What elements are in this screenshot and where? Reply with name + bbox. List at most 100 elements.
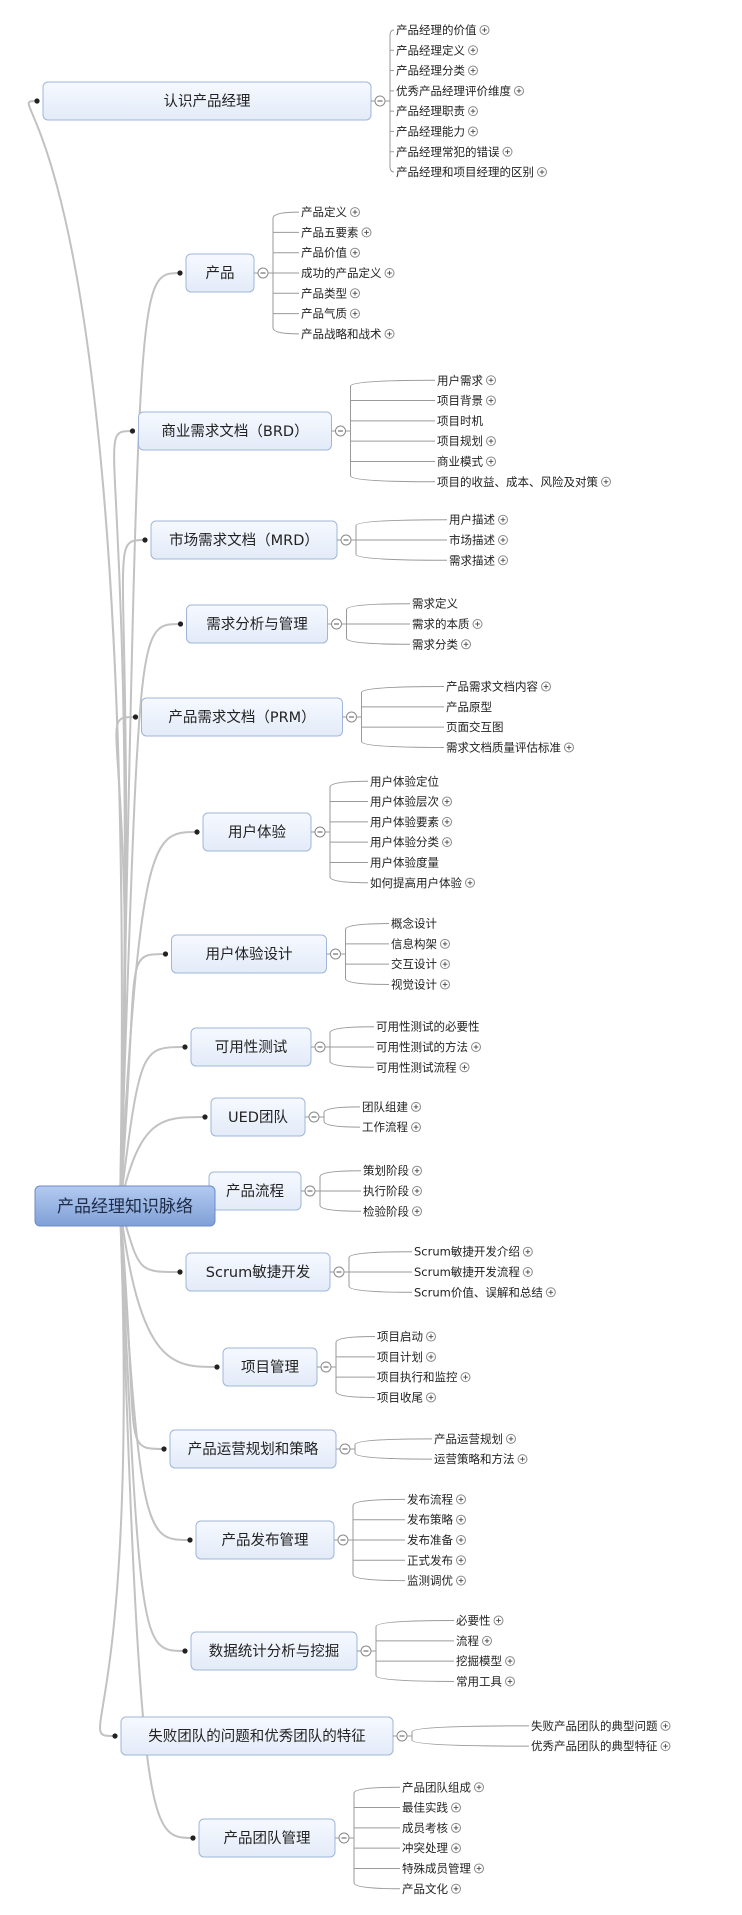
expand-plus-icon[interactable] bbox=[660, 1741, 671, 1752]
child-item[interactable]: 产品经理常犯的错误 bbox=[396, 145, 513, 159]
expand-plus-icon[interactable] bbox=[541, 681, 551, 692]
collapse-toggle-icon[interactable] bbox=[320, 1361, 332, 1373]
expand-plus-icon[interactable] bbox=[468, 65, 478, 76]
expand-plus-icon[interactable] bbox=[350, 308, 360, 319]
child-item[interactable]: 优秀产品经理评价维度 bbox=[396, 84, 524, 98]
expand-plus-icon[interactable] bbox=[506, 1433, 516, 1444]
collapse-toggle-icon[interactable] bbox=[374, 95, 386, 107]
child-item[interactable]: 需求定义 bbox=[412, 597, 458, 611]
expand-plus-icon[interactable] bbox=[456, 1535, 466, 1545]
collapse-toggle-icon[interactable] bbox=[257, 267, 269, 279]
expand-plus-icon[interactable] bbox=[426, 1351, 436, 1362]
child-item[interactable]: 项目规划 bbox=[437, 434, 496, 448]
child-item[interactable]: 产品原型 bbox=[446, 700, 492, 714]
child-item[interactable]: 需求描述 bbox=[449, 553, 508, 567]
child-item[interactable]: 视觉设计 bbox=[391, 977, 450, 991]
child-item[interactable]: 项目的收益、成本、风险及对策 bbox=[437, 475, 611, 489]
child-item[interactable]: 需求文档质量评估标准 bbox=[446, 740, 574, 754]
expand-plus-icon[interactable] bbox=[479, 24, 490, 35]
child-item[interactable]: 特殊成员管理 bbox=[402, 1861, 484, 1875]
child-item[interactable]: 商业模式 bbox=[437, 454, 496, 468]
expand-plus-icon[interactable] bbox=[412, 1206, 422, 1217]
child-item[interactable]: 产品经理定义 bbox=[396, 43, 478, 57]
expand-plus-icon[interactable] bbox=[456, 1494, 466, 1505]
child-item[interactable]: 概念设计 bbox=[391, 917, 437, 931]
expand-plus-icon[interactable] bbox=[412, 1186, 422, 1196]
child-item[interactable]: 常用工具 bbox=[456, 1674, 515, 1688]
child-item[interactable]: 交互设计 bbox=[391, 957, 450, 971]
child-item[interactable]: 可用性测试的方法 bbox=[376, 1040, 481, 1054]
child-item[interactable]: 产品经理职责 bbox=[396, 104, 478, 118]
child-item[interactable]: Scrum价值、误解和总结 bbox=[414, 1285, 556, 1299]
child-item[interactable]: 产品战略和战术 bbox=[301, 327, 395, 341]
expand-plus-icon[interactable] bbox=[442, 816, 452, 827]
child-item[interactable]: 成员考核 bbox=[402, 1821, 461, 1835]
child-item[interactable]: 产品经理的价值 bbox=[396, 23, 490, 37]
expand-plus-icon[interactable] bbox=[461, 639, 471, 650]
child-item[interactable]: 信息构架 bbox=[391, 937, 450, 951]
child-item[interactable]: 项目收尾 bbox=[377, 1390, 436, 1404]
expand-plus-icon[interactable] bbox=[474, 1863, 484, 1874]
collapse-toggle-icon[interactable] bbox=[335, 425, 346, 437]
child-item[interactable]: 产品团队组成 bbox=[402, 1780, 484, 1794]
child-item[interactable]: 团队组建 bbox=[362, 1100, 421, 1114]
root-node-box[interactable] bbox=[34, 1185, 216, 1227]
expand-plus-icon[interactable] bbox=[505, 1676, 515, 1687]
branch-node-7[interactable]: 用户体验用户体验定位用户体验层次用户体验要素用户体验分类用户体验度量如何提高用户… bbox=[202, 774, 475, 890]
child-item[interactable]: Scrum敏捷开发介绍 bbox=[414, 1245, 533, 1259]
expand-plus-icon[interactable] bbox=[468, 126, 478, 137]
expand-plus-icon[interactable] bbox=[505, 1656, 515, 1667]
collapse-toggle-icon[interactable] bbox=[337, 1534, 349, 1546]
expand-plus-icon[interactable] bbox=[350, 207, 360, 218]
expand-plus-icon[interactable] bbox=[486, 375, 496, 386]
expand-plus-icon[interactable] bbox=[426, 1392, 436, 1403]
branch-node-1[interactable]: 认识产品经理产品经理的价值产品经理定义产品经理分类优秀产品经理评价维度产品经理职… bbox=[42, 23, 547, 179]
expand-plus-icon[interactable] bbox=[440, 979, 450, 990]
child-item[interactable]: 用户描述 bbox=[449, 513, 508, 527]
child-item[interactable]: 产品类型 bbox=[301, 286, 360, 300]
child-item[interactable]: 产品经理分类 bbox=[396, 64, 478, 78]
child-item[interactable]: 工作流程 bbox=[362, 1120, 421, 1134]
collapse-toggle-icon[interactable] bbox=[330, 948, 341, 960]
expand-plus-icon[interactable] bbox=[456, 1575, 466, 1586]
child-item[interactable]: 用户需求 bbox=[437, 373, 496, 387]
expand-plus-icon[interactable] bbox=[456, 1555, 466, 1566]
child-item[interactable]: 运营策略和方法 bbox=[434, 1452, 528, 1466]
collapse-toggle-icon[interactable] bbox=[360, 1645, 372, 1657]
child-item[interactable]: 优秀产品团队的典型特征 bbox=[531, 1739, 671, 1753]
expand-plus-icon[interactable] bbox=[601, 476, 611, 487]
child-item[interactable]: Scrum敏捷开发流程 bbox=[414, 1265, 533, 1279]
collapse-toggle-icon[interactable] bbox=[340, 534, 352, 546]
child-item[interactable]: 用户体验要素 bbox=[370, 815, 452, 829]
expand-plus-icon[interactable] bbox=[426, 1331, 436, 1342]
expand-plus-icon[interactable] bbox=[522, 1267, 533, 1277]
child-item[interactable]: 策划阶段 bbox=[363, 1164, 422, 1178]
child-item[interactable]: 产品需求文档内容 bbox=[446, 680, 551, 694]
expand-plus-icon[interactable] bbox=[472, 619, 483, 629]
collapse-toggle-icon[interactable] bbox=[304, 1185, 316, 1197]
expand-plus-icon[interactable] bbox=[468, 45, 478, 56]
child-item[interactable]: 产品文化 bbox=[402, 1882, 461, 1896]
expand-plus-icon[interactable] bbox=[384, 328, 395, 339]
collapse-toggle-icon[interactable] bbox=[339, 1443, 351, 1455]
child-item[interactable]: 失败产品团队的典型问题 bbox=[531, 1719, 671, 1733]
expand-plus-icon[interactable] bbox=[442, 837, 452, 848]
expand-plus-icon[interactable] bbox=[482, 1635, 492, 1646]
expand-plus-icon[interactable] bbox=[451, 1843, 461, 1854]
child-item[interactable]: 项目启动 bbox=[377, 1330, 436, 1344]
expand-plus-icon[interactable] bbox=[498, 514, 508, 525]
branch-node-3[interactable]: 商业需求文档（BRD）用户需求项目背景项目时机项目规划商业模式项目的收益、成本、… bbox=[138, 373, 611, 489]
expand-plus-icon[interactable] bbox=[522, 1246, 533, 1257]
expand-plus-icon[interactable] bbox=[564, 742, 574, 753]
child-item[interactable]: 产品定义 bbox=[301, 205, 360, 219]
child-item[interactable]: 成功的产品定义 bbox=[301, 266, 395, 280]
expand-plus-icon[interactable] bbox=[545, 1287, 556, 1298]
